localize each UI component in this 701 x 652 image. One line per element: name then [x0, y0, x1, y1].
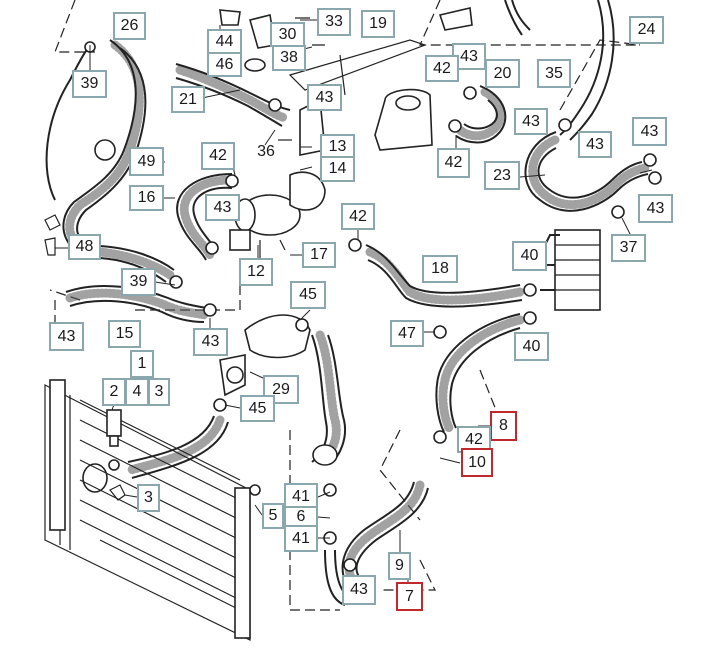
callout-43: 43	[205, 194, 240, 221]
callout-36: 36	[257, 143, 275, 160]
callout-43: 43	[632, 117, 667, 146]
callout-23: 23	[484, 161, 520, 190]
callout-5: 5	[262, 503, 284, 529]
callout-37: 37	[611, 234, 646, 262]
callout-8: 8	[490, 411, 517, 441]
callout-12: 12	[239, 258, 273, 286]
hose-lower-radiator	[82, 415, 229, 493]
callout-46: 46	[207, 52, 242, 77]
coolant-outlet-29	[219, 314, 311, 397]
callout-24: 24	[629, 16, 664, 44]
hose-20	[455, 85, 507, 144]
callout-40: 40	[512, 241, 547, 271]
bracket-13-14	[278, 98, 326, 211]
callout-4: 4	[125, 378, 149, 406]
hose-top-right	[504, 0, 531, 36]
callout-39: 39	[72, 70, 107, 98]
radiator	[44, 379, 251, 641]
callout-43: 43	[578, 131, 612, 158]
callout-48: 48	[68, 234, 101, 260]
callout-47: 47	[390, 320, 424, 347]
oil-cooler-40	[540, 229, 601, 311]
hose-16	[176, 173, 235, 261]
callout-26: 26	[113, 12, 146, 40]
temperature-sensor-4	[106, 409, 126, 501]
callout-15: 15	[108, 320, 141, 348]
callout-18: 18	[422, 255, 458, 283]
hose-26	[62, 39, 175, 283]
callout-3: 3	[148, 378, 170, 406]
callout-42: 42	[437, 148, 470, 178]
callout-10: 10	[461, 448, 493, 477]
callout-41: 41	[284, 525, 318, 552]
callout-42: 42	[341, 203, 375, 230]
callout-42: 42	[425, 55, 459, 82]
expansion-tank-19	[288, 39, 433, 151]
callout-43: 43	[307, 84, 342, 111]
callout-7: 7	[396, 582, 423, 611]
callout-1: 1	[130, 350, 154, 378]
callout-16: 16	[129, 185, 164, 211]
callout-43: 43	[193, 328, 228, 356]
callout-38: 38	[272, 45, 306, 71]
callout-45: 45	[290, 281, 326, 309]
auxiliary-water-pump-12	[229, 194, 301, 260]
callout-35: 35	[537, 59, 571, 88]
callout-43: 43	[638, 194, 673, 223]
callout-17: 17	[302, 242, 336, 268]
upper-connectors	[219, 7, 473, 72]
hose-47	[435, 313, 525, 435]
callout-3: 3	[137, 484, 160, 512]
callout-42: 42	[201, 142, 235, 170]
hose-18	[365, 244, 525, 308]
callout-2: 2	[102, 378, 126, 406]
hose-45	[311, 330, 346, 466]
hose-48-line	[45, 47, 89, 201]
callout-33: 33	[317, 8, 351, 36]
clip-48	[44, 214, 61, 256]
callout-40: 40	[514, 332, 549, 361]
callout-13: 13	[320, 134, 355, 160]
callout-30: 30	[270, 22, 305, 47]
callout-43: 43	[342, 575, 376, 605]
callout-21: 21	[171, 86, 205, 113]
callout-19: 19	[361, 10, 395, 38]
callout-44: 44	[207, 29, 242, 54]
callout-20: 20	[485, 59, 520, 88]
hose-15	[65, 284, 210, 323]
callout-43: 43	[49, 322, 84, 351]
callout-29: 29	[263, 375, 299, 404]
callout-43: 43	[514, 108, 548, 135]
hose-23	[524, 131, 650, 212]
callout-14: 14	[320, 156, 355, 182]
callout-39: 39	[121, 268, 156, 296]
callout-45: 45	[240, 395, 275, 422]
callout-49: 49	[129, 147, 164, 176]
callout-9: 9	[388, 552, 411, 580]
